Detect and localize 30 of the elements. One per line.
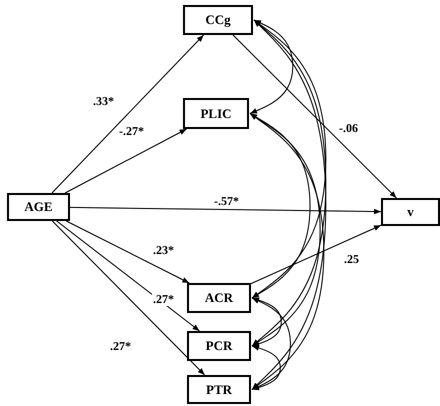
arrow [70,206,382,214]
arrow [66,220,190,284]
variable-box: ACR [187,283,251,313]
covariance-arrow [250,113,324,390]
edge-label: -.06 [338,122,359,135]
arrow [56,220,200,332]
covariance-arrow [250,113,311,298]
variable-box: CCg [183,5,253,35]
covariance-arrow [252,345,281,390]
variable-box: PLIC [183,98,249,129]
edge-label: .23* [152,244,175,257]
arrow [52,220,206,376]
variable-box: PTR [187,375,251,404]
edge-label: .27* [152,293,175,306]
variable-box: PCR [187,331,251,361]
arrow [232,34,397,198]
variable-box: v [381,198,440,226]
arrow [51,34,204,194]
edge-label: .27* [109,340,132,353]
covariance-arrow [250,113,321,346]
arrow [64,128,188,194]
edge-label: -.27* [118,125,145,138]
edge-label: .33* [92,95,115,108]
variable-box: AGE [7,193,70,221]
edge-label: -.57* [213,195,240,208]
covariance-arrow [252,298,291,390]
covariance-arrow [252,297,282,347]
covariance-arrow [250,20,294,114]
arrow [250,224,382,284]
edge-label: .25 [343,253,360,266]
